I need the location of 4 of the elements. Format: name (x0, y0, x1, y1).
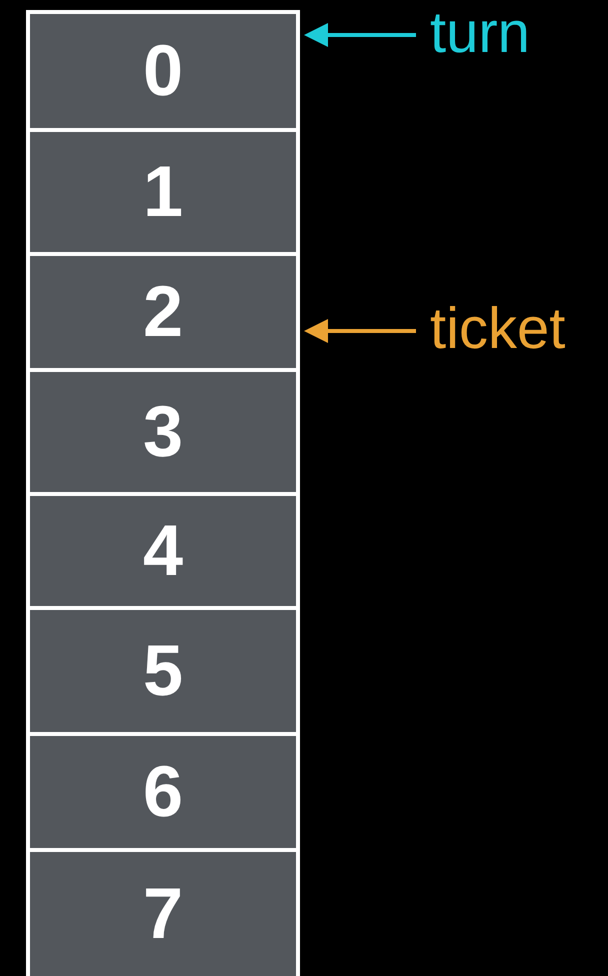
pointer-label: ticket (430, 300, 566, 358)
arrow (304, 319, 416, 343)
arrow (304, 23, 416, 47)
pointer-label: turn (430, 4, 530, 62)
